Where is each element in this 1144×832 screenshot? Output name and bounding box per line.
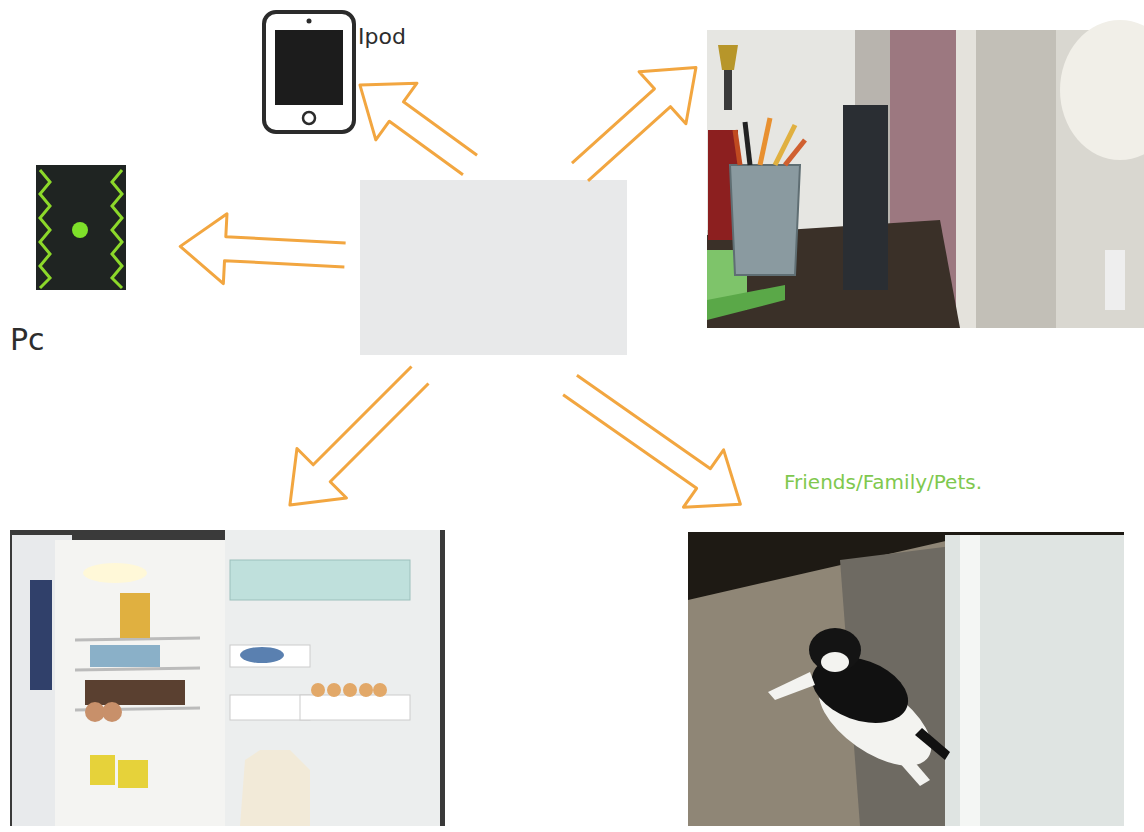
image-label: Friends/Family/Pets. xyxy=(784,470,982,494)
arrow xyxy=(178,211,346,290)
pc-drawing xyxy=(36,165,126,290)
arrow xyxy=(557,42,720,198)
image-label: Ipod xyxy=(358,24,406,49)
centre-box xyxy=(360,180,627,355)
arrow xyxy=(265,350,445,530)
fridge-photo xyxy=(10,530,445,826)
arrow xyxy=(550,356,761,533)
cat-photo xyxy=(688,532,1124,826)
ipad-drawing xyxy=(264,12,354,132)
arrow xyxy=(339,57,490,194)
image-label: Pc xyxy=(10,322,45,357)
desk-photo xyxy=(707,20,1144,328)
